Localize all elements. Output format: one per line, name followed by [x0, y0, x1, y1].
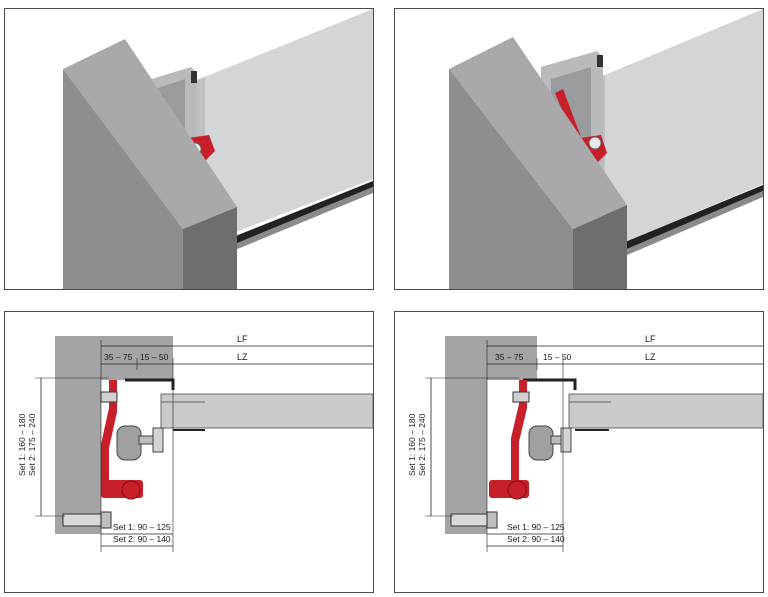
bracket-pivot — [507, 480, 527, 500]
fixing-screw — [597, 55, 603, 67]
door-seal — [223, 181, 373, 249]
wall-top — [63, 39, 237, 229]
wall-front — [573, 205, 627, 289]
wall-side — [449, 69, 573, 289]
bracket-section — [101, 380, 117, 488]
render-panel-right — [394, 8, 764, 290]
wall-section — [445, 336, 487, 534]
door-panel — [187, 9, 373, 237]
door-seal-shadow — [223, 187, 373, 255]
door-section — [568, 393, 763, 429]
render-right-svg — [449, 9, 763, 289]
label-offset: 15 – 50 — [543, 352, 572, 362]
section-panel-right: LF LZ 35 – 75 15 – 50 Set 1: 160 – 180 S… — [394, 311, 764, 593]
label-lf: LF — [237, 334, 248, 344]
door-seal-shadow — [613, 191, 763, 261]
section-panel-left: LF LZ 35 – 75 15 – 50 Set 1: 160 – 180 S… — [4, 311, 374, 593]
label-offset: 15 – 50 — [140, 352, 169, 362]
label-bottom-set1: Set 1: 90 – 125 — [113, 522, 171, 532]
label-vertical-set2: Set 2: 175 – 240 — [27, 413, 37, 476]
label-gap: 35 – 75 — [104, 352, 133, 362]
wall-top — [449, 37, 627, 229]
label-lz: LZ — [645, 352, 656, 362]
label-bottom-set1: Set 1: 90 – 125 — [507, 522, 565, 532]
label-vertical-set2: Set 2: 175 – 240 — [417, 413, 427, 476]
section-left-svg: LF LZ 35 – 75 15 – 50 Set 1: 160 – 180 S… — [17, 334, 373, 552]
anchor-plug — [450, 513, 492, 527]
frame-angle — [125, 378, 175, 390]
bracket-pivot — [121, 480, 141, 500]
door-section — [160, 393, 373, 429]
anchor-screw-head — [486, 511, 498, 529]
roller-nut — [152, 427, 164, 453]
roller-body — [528, 425, 554, 461]
frame-angle — [523, 378, 577, 390]
wall-side — [63, 69, 183, 289]
label-lz: LZ — [237, 352, 248, 362]
section-right-svg: LF LZ 35 – 75 15 – 50 Set 1: 160 – 180 S… — [407, 334, 763, 552]
render-panel-left — [4, 8, 374, 290]
label-lf: LF — [645, 334, 656, 344]
wall-section — [55, 336, 101, 534]
label-vertical-set1: Set 1: 160 – 180 — [17, 413, 27, 476]
door-seal — [613, 185, 763, 255]
fixing-screw — [191, 71, 197, 83]
roller-nut — [560, 427, 572, 453]
bracket-section — [511, 380, 527, 482]
roller-body — [116, 425, 142, 461]
label-bottom-set2: Set 2: 90 – 140 — [507, 534, 565, 544]
render-left-svg — [63, 9, 373, 289]
top-bolt — [100, 391, 118, 403]
wall-front — [183, 207, 237, 289]
door-panel — [595, 9, 763, 247]
bracket-roller — [588, 136, 602, 150]
wall-section-lintel — [487, 336, 537, 380]
label-bottom-set2: Set 2: 90 – 140 — [113, 534, 171, 544]
anchor-plug — [62, 513, 106, 527]
label-gap: 35 – 75 — [495, 352, 524, 362]
top-bolt — [512, 391, 530, 403]
label-vertical-set1: Set 1: 160 – 180 — [407, 413, 417, 476]
anchor-screw-head — [100, 511, 112, 529]
